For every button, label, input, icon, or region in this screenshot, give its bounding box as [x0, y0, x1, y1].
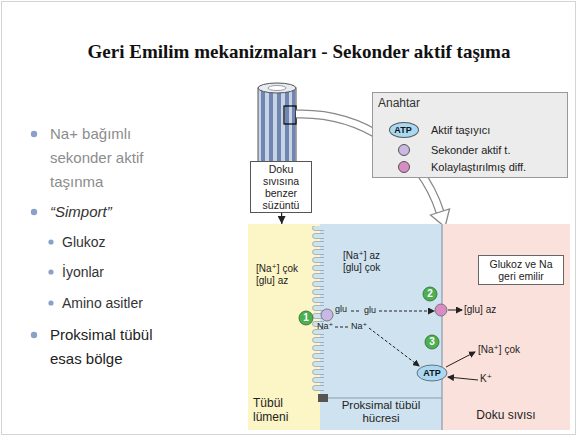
node-text: Doku sıvısına benzer süzüntü [253, 163, 309, 211]
solute-label: Na⁺ [351, 321, 367, 332]
bullet-text: “Simport” [50, 200, 112, 224]
legend-text: Kolaylaştırılmış diff. [431, 159, 526, 175]
solute-label: glu [364, 305, 376, 316]
tissue-fluid-region: Doku sıvısı Glukoz ve Na geri emilir [442, 224, 570, 430]
legend-swatch [398, 161, 410, 173]
concentration-label: [Na⁺] çok [256, 263, 298, 275]
flow-arrow [281, 213, 282, 224]
concentration-label: [glu] az [464, 304, 496, 316]
cell-region: Proksimal tübül hücresi [320, 224, 442, 430]
filtrate-box: Doku sıvısına benzer süzüntü [250, 161, 312, 213]
legend-text: Sekonder aktif t. [431, 142, 511, 158]
callout-number: 2 [423, 287, 437, 301]
node-text: Doku sıvısı [442, 408, 570, 422]
ion-label: K⁺ [480, 373, 492, 385]
pump-label: ATP [417, 365, 447, 381]
bullet-text: Proksimal tübül esas bölge [50, 323, 175, 371]
lumen-region: Tübül lümeni [248, 224, 320, 430]
legend-heading: Anahtar [378, 96, 420, 110]
legend-row: Sekonder aktif t. [373, 142, 567, 158]
solute-label: glu [335, 304, 347, 315]
node-text: Tübül lümeni [253, 396, 313, 424]
legend-row: Kolaylaştırılmış diff. [373, 159, 567, 175]
node-text: Glukoz ve Na geri emilir [481, 258, 561, 282]
sub-bullet-text: İyonlar [62, 261, 104, 283]
pump-label: ATP [388, 122, 418, 138]
callout-number: 3 [425, 335, 439, 349]
callout-number: 1 [299, 311, 313, 325]
legend-text: Aktif taşıyıcı [431, 122, 490, 138]
concentration-label: [Na⁺] çok [478, 344, 520, 356]
sub-bullet-text: Amino asitler [62, 292, 143, 314]
solute-label: Na⁺ [317, 321, 333, 332]
node-text: Proksimal tübül hücresi [324, 399, 438, 425]
tubule-illustration [258, 83, 296, 162]
sub-bullet-text: Glukoz [62, 231, 106, 253]
concentration-label: [Na⁺] az [343, 250, 380, 262]
concentration-label: [glu] çok [343, 262, 380, 274]
note-box: Glukoz ve Na geri emilir [478, 255, 564, 285]
legend-swatch [398, 144, 410, 156]
bullet-text: Na+ bağımlı sekonder aktif taşınma [50, 122, 175, 194]
concentration-label: [glu] az [256, 275, 288, 287]
slide-title: Geri Emilim mekanizmaları - Sekonder akt… [19, 40, 577, 64]
